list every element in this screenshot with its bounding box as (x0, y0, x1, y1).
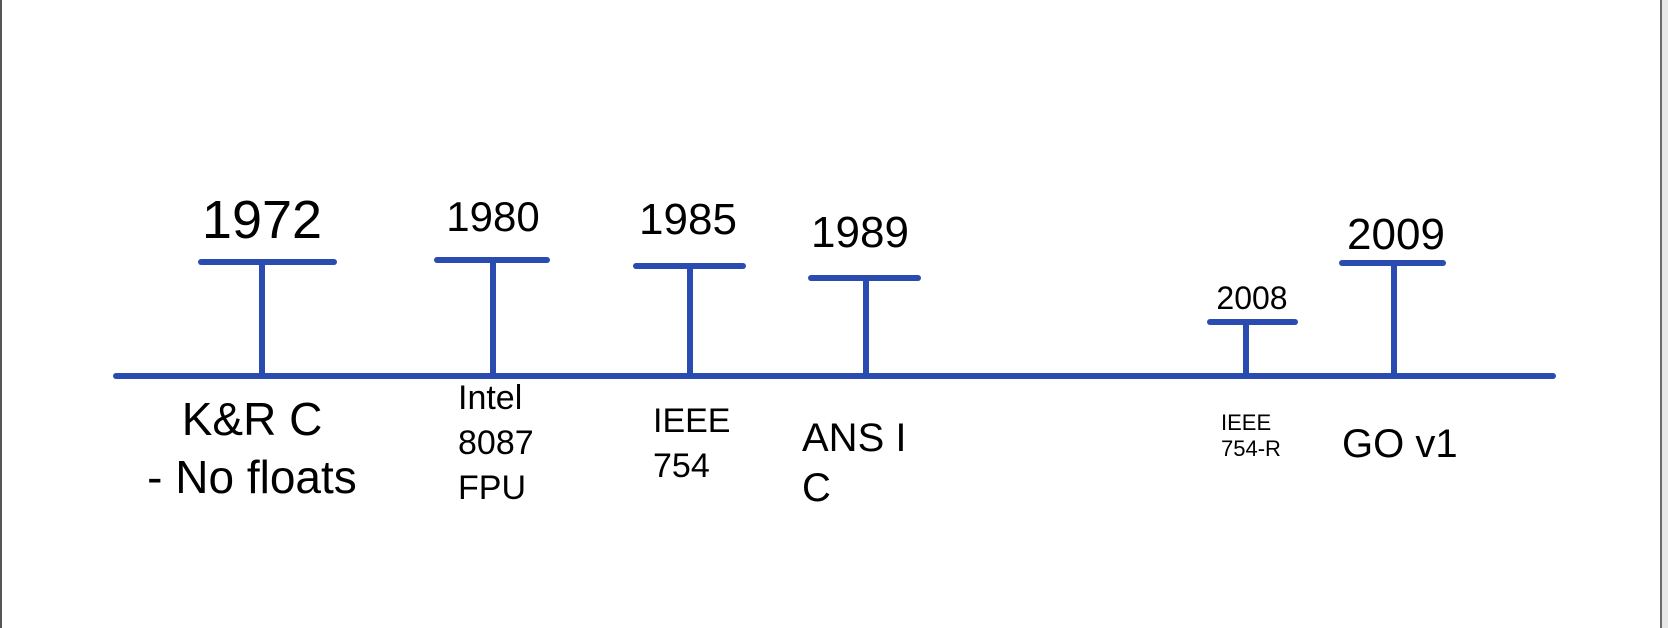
right-border (1660, 0, 1668, 628)
event-label-line: Intel (458, 379, 522, 417)
event-label-line: C (802, 466, 831, 510)
event-label-line: - No floats (147, 451, 357, 503)
event-label-line: 754-R (1221, 436, 1281, 461)
event-year: 2008 (1216, 280, 1287, 316)
event-label-line: 8087 (458, 424, 534, 462)
event-year: 1985 (639, 195, 737, 244)
event-year: 1972 (202, 190, 322, 250)
event-year: 1980 (446, 193, 539, 240)
left-border (0, 0, 2, 628)
event-label-line: K&R C (182, 393, 323, 445)
event-label-line: IEEE (653, 402, 730, 440)
event-year: 1989 (811, 208, 909, 257)
event-label-line: ANS I (802, 416, 906, 460)
event-label-line: IEEE (1221, 410, 1271, 435)
event-label-line: FPU (458, 469, 526, 507)
timeline-event-2009: 2009 GO v1 (1339, 210, 1458, 466)
event-label-line: GO v1 (1342, 422, 1458, 466)
event-label-line: 754 (653, 447, 710, 485)
event-year: 2009 (1347, 210, 1445, 259)
